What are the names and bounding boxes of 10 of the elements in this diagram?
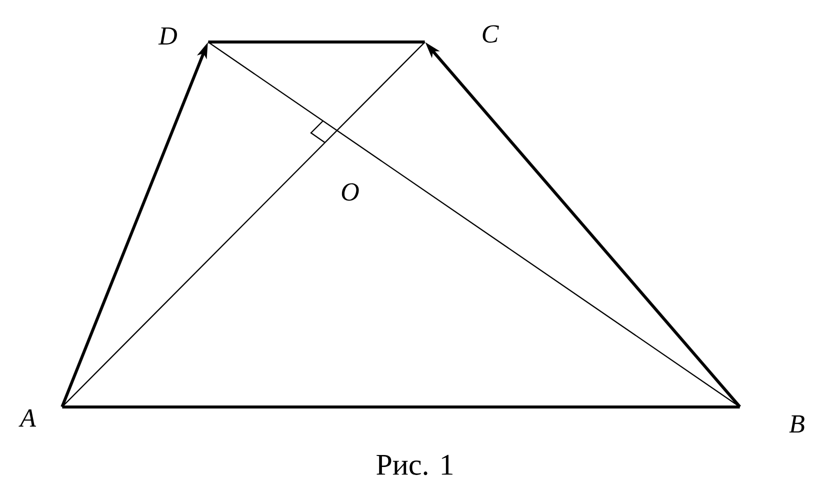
point-label: O (342, 183, 359, 201)
caption: Рис. 1 (376, 454, 452, 476)
line-segment (208, 40, 425, 44)
line-segment (62, 405, 740, 408)
vertex-label: B (789, 415, 804, 433)
vertex-label: D (158, 27, 177, 45)
line-segment (62, 42, 426, 408)
vertex-label: C (482, 25, 499, 43)
line-segment (208, 42, 740, 408)
vertex-label: A (18, 409, 36, 427)
